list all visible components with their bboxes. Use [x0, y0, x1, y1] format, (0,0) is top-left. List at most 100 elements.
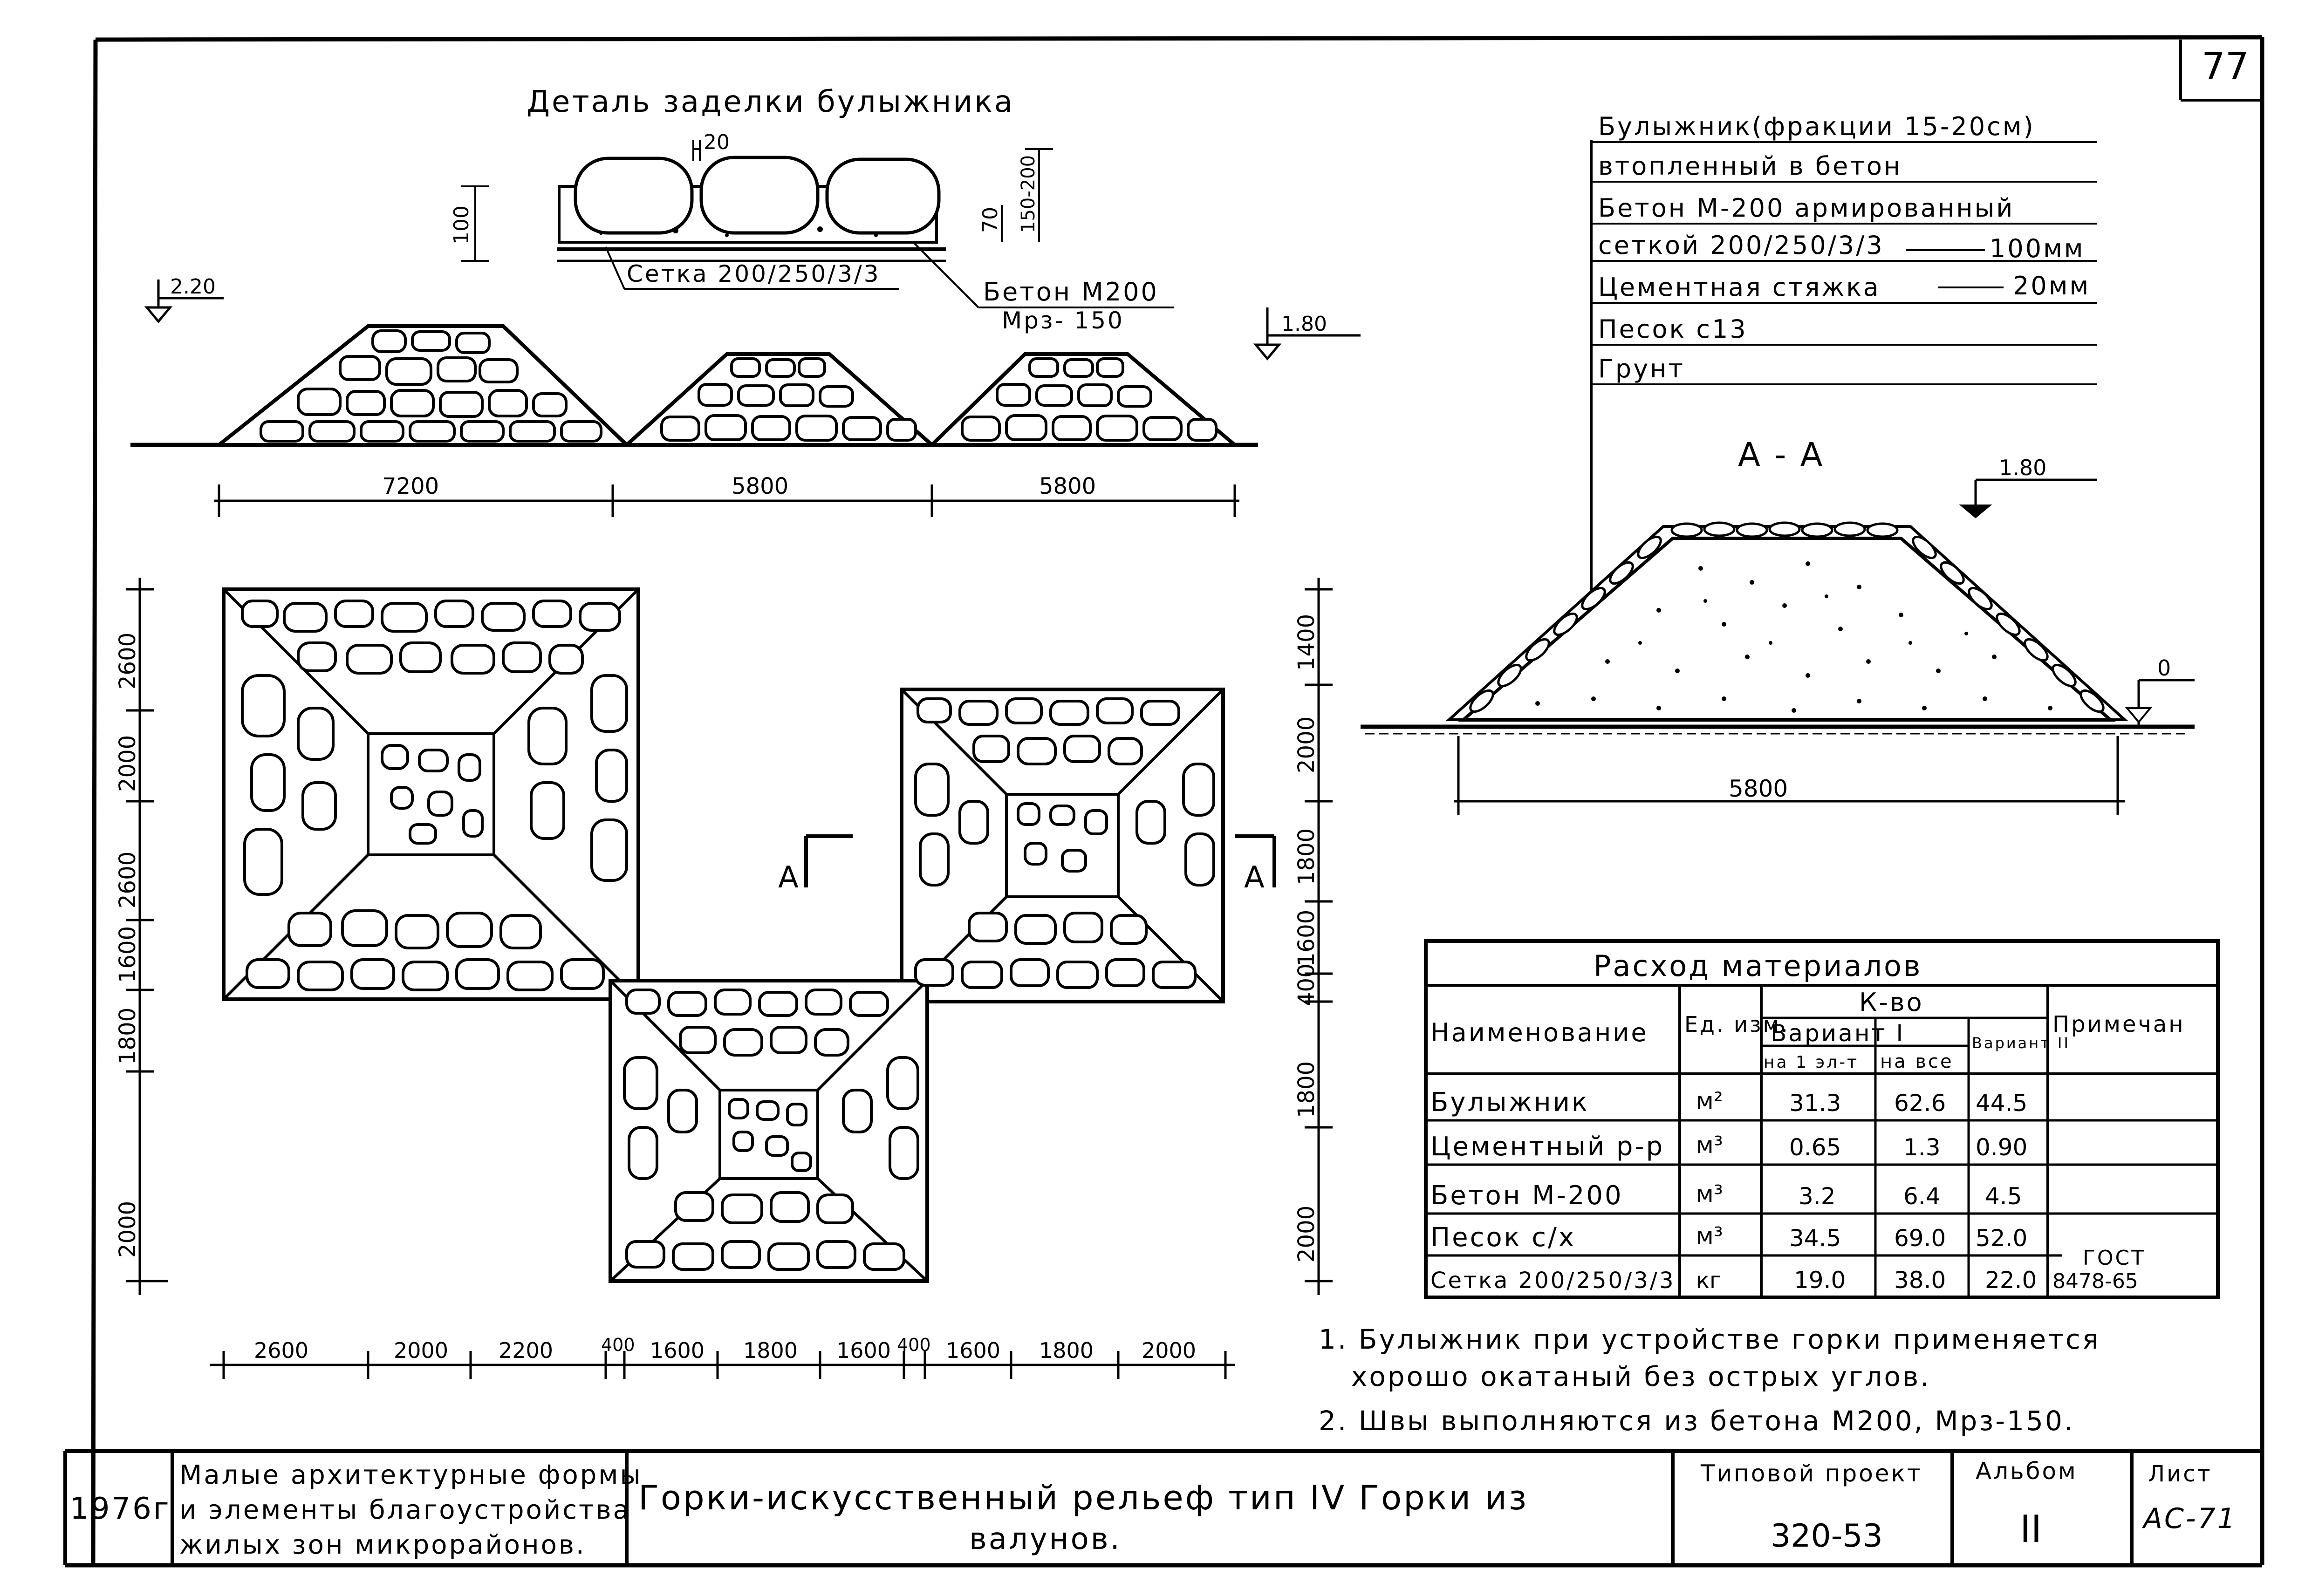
title-project-number: 320-53: [1771, 1518, 1883, 1555]
title-year: 1976г: [70, 1492, 171, 1526]
section-mark-left: А: [778, 860, 800, 895]
plan-right-dim-7: 2000: [1293, 1206, 1320, 1262]
plan-bottom-dim-5: 1600: [650, 1338, 705, 1363]
embedding-detail: Деталь заделки булыжника 100 20 70 150-2…: [450, 85, 1174, 334]
table-row-1-v2: 44.5: [1976, 1090, 2027, 1117]
title-series-line-1: Малые архитектурные формы: [179, 1460, 643, 1490]
note-1-line-1: 1. Булыжник при устройстве горки применя…: [1319, 1323, 2100, 1355]
table-row-4-v2: 52.0: [1976, 1225, 2027, 1252]
title-series-line-3: жилых зон микрорайонов.: [179, 1530, 586, 1560]
table-row-1-unit: м²: [1696, 1087, 1723, 1114]
table-header-variant2: Вариант II: [1972, 1034, 2070, 1052]
table-row-1-name: Булыжник: [1430, 1087, 1589, 1118]
elevation-dim-1: 7200: [382, 473, 439, 499]
table-row-5-note: 8478-65: [2052, 1269, 2138, 1293]
table-row-3-v2: 4.5: [1985, 1183, 2022, 1210]
detail-mesh-label: Сетка 200/250/3/3: [627, 260, 881, 287]
table-row-2-name: Цементный р-р: [1430, 1132, 1664, 1162]
title-sheet-code: АС-71: [2141, 1502, 2237, 1535]
title-main-line-1: Горки-искусственный рельеф тип IV Горки …: [638, 1478, 1528, 1517]
detail-title: Деталь заделки булыжника: [527, 85, 1014, 119]
table-header-name: Наименование: [1430, 1018, 1648, 1047]
plan-bottom-dim-9: 1600: [946, 1338, 1000, 1363]
plan-left-dim-4: 1600: [115, 926, 141, 983]
title-album-number: II: [2020, 1507, 2042, 1551]
elevation-level-right: 1.80: [1281, 312, 1327, 336]
legend-layer-7: Грунт: [1598, 354, 1685, 383]
table-row-2-per-el: 0.65: [1789, 1134, 1841, 1161]
plan-view: А А 2600 2000 2600 1600 1800 2000 1400 2…: [115, 578, 1333, 1379]
legend-layer-6: Песок с13: [1598, 314, 1748, 344]
elevation-dim-3: 5800: [1039, 473, 1096, 499]
table-header-qty: К-во: [1859, 988, 1924, 1017]
table-header-unit: Ед. изм.: [1684, 1012, 1790, 1037]
table-row-2-unit: м³: [1696, 1132, 1723, 1159]
table-header-total: на все: [1880, 1051, 1954, 1072]
plan-left-dim-6: 2000: [115, 1201, 141, 1258]
table-header-note: Примечан: [2052, 1011, 2185, 1037]
table-row-5-name: Сетка 200/250/3/3: [1430, 1268, 1676, 1294]
table-row-4-unit: м³: [1696, 1222, 1723, 1249]
section-mark-right: А: [1244, 860, 1266, 895]
title-block: 1976г Малые архитектурные формы и элемен…: [63, 1449, 2262, 1565]
elevation-view: 2.20 1.80 7200 5800 5800: [130, 275, 1361, 517]
detail-concrete-label: Бетон М200: [983, 277, 1159, 307]
table-row-5-unit: кг: [1696, 1268, 1721, 1294]
title-sheet-label: Лист: [2148, 1461, 2212, 1487]
notes: 1. Булыжник при устройстве горки применя…: [1319, 1323, 2100, 1437]
plan-right-dim-3: 1800: [1293, 828, 1320, 885]
table-header-per-element: на 1 эл-т: [1764, 1053, 1859, 1072]
table-row-3-unit: м³: [1696, 1180, 1723, 1207]
plan-bottom-dim-6: 1800: [743, 1338, 798, 1363]
plan-bottom-dim-4: 400: [601, 1335, 635, 1355]
table-row-3-name: Бетон М-200: [1430, 1180, 1623, 1211]
title-series-line-2: и элементы благоустройства: [179, 1495, 631, 1525]
table-row-4-total: 69.0: [1894, 1225, 1946, 1252]
title-album-label: Альбом: [1976, 1458, 2078, 1485]
legend-layer-5: Цементная стяжка: [1598, 273, 1881, 302]
table-row-5-total: 38.0: [1894, 1267, 1946, 1294]
plan-bottom-dim-1: 2600: [254, 1338, 308, 1363]
detail-frost-label: Мрз- 150: [1002, 307, 1124, 334]
materials-table: Расход материалов Наименование Ед. изм. …: [1424, 939, 2220, 1299]
detail-dim-right2: 150-200: [1018, 155, 1039, 233]
table-header-variant1: Вариант I: [1771, 1020, 1905, 1047]
table-row-5-v2: 22.0: [1985, 1267, 2037, 1294]
note-1-line-2: хорошо окатаный без острых углов.: [1351, 1361, 1931, 1392]
title-main-line-2: валунов.: [969, 1522, 1122, 1556]
detail-dim-right1: 70: [978, 207, 1002, 233]
sheet-number: 77: [2202, 45, 2249, 88]
plan-bottom-dim-7: 1600: [836, 1338, 891, 1363]
table-row-3-total: 6.4: [1903, 1183, 1941, 1210]
section-width: 5800: [1729, 775, 1788, 802]
plan-bottom-dim-2: 2000: [394, 1338, 448, 1363]
plan-right-dim-2: 2000: [1293, 716, 1320, 773]
section-a-a: А - А 1.80: [1361, 436, 2195, 815]
plan-right-dim-5: 400: [1293, 963, 1320, 1006]
table-row-3-per-el: 3.2: [1799, 1183, 1836, 1210]
plan-right-dim-4: 1600: [1293, 910, 1320, 967]
detail-dim-gap: 20: [704, 130, 730, 154]
title-project-label: Типовой проект: [1700, 1460, 1922, 1487]
sheet-frame: [65, 35, 2264, 1568]
section-level-top: 1.80: [1999, 455, 2046, 480]
plan-bottom-dim-3: 2200: [499, 1338, 553, 1363]
table-row-1-total: 62.6: [1894, 1090, 1946, 1117]
legend-screed-thickness: 20мм: [2013, 271, 2090, 300]
section-level-zero: 0: [2157, 655, 2171, 681]
table-row-2-v2: 0.90: [1976, 1134, 2027, 1161]
plan-right-dim-1: 1400: [1293, 614, 1320, 671]
table-row-4-per-el: 34.5: [1789, 1225, 1841, 1252]
plan-bottom-dim-10: 1800: [1039, 1338, 1094, 1363]
plan-left-dim-2: 2000: [115, 735, 141, 792]
table-row-4-note: ГОСТ: [2083, 1246, 2146, 1270]
plan-left-dim-5: 1800: [115, 1008, 141, 1064]
detail-dim-left: 100: [450, 205, 473, 245]
legend-layer-4: сеткой 200/250/3/3: [1598, 231, 1884, 260]
plan-bottom-dim-11: 2000: [1142, 1338, 1196, 1363]
table-row-4-name: Песок с/х: [1430, 1222, 1576, 1253]
table-title: Расход материалов: [1594, 949, 1922, 983]
legend-mesh-thickness: 100мм: [1990, 234, 2085, 263]
table-row-1-per-el: 31.3: [1789, 1090, 1841, 1117]
